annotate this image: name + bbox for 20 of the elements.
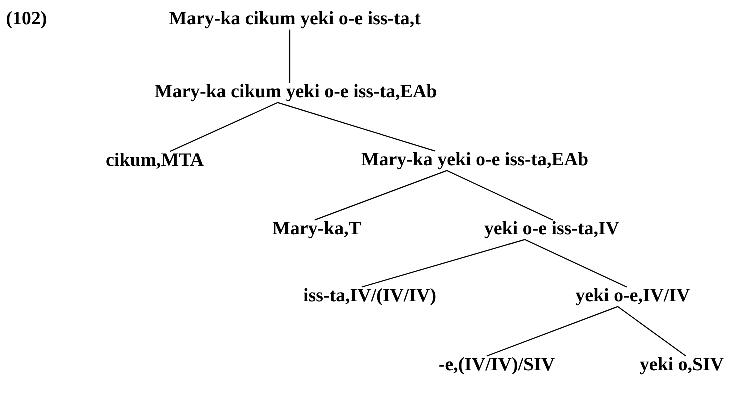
- tree-node-label: iss-ta,IV/(IV/IV): [304, 288, 436, 306]
- tree-node-label: yeki o-e iss-ta,IV: [484, 221, 620, 239]
- tree-branch: [314, 170, 448, 221]
- tree-branch: [289, 30, 291, 84]
- tree-branch: [486, 306, 618, 357]
- tree-branch: [446, 170, 554, 221]
- tree-node-label: Mary-ka cikum yeki o-e iss-ta,EAb: [155, 84, 436, 102]
- tree-branch: [170, 102, 278, 152]
- tree-branch: [524, 239, 628, 288]
- tree-branch: [362, 239, 526, 288]
- tree-node-label: -e,(IV/IV)/SIV: [440, 357, 555, 375]
- example-number: (102): [7, 11, 46, 29]
- tree-branch: [618, 306, 686, 357]
- tree-node-label: cikum,MTA: [106, 152, 204, 170]
- tree-branch: [278, 102, 436, 152]
- tree-node-label: Mary-ka cikum yeki o-e iss-ta,t: [169, 11, 421, 29]
- tree-node-label: Mary-ka yeki o-e iss-ta,EAb: [362, 152, 588, 170]
- tree-node-label: Mary-ka,T: [272, 221, 362, 239]
- tree-node-label: yeki o-e,IV/IV: [576, 288, 690, 306]
- tree-node-label: yeki o,SIV: [640, 357, 724, 375]
